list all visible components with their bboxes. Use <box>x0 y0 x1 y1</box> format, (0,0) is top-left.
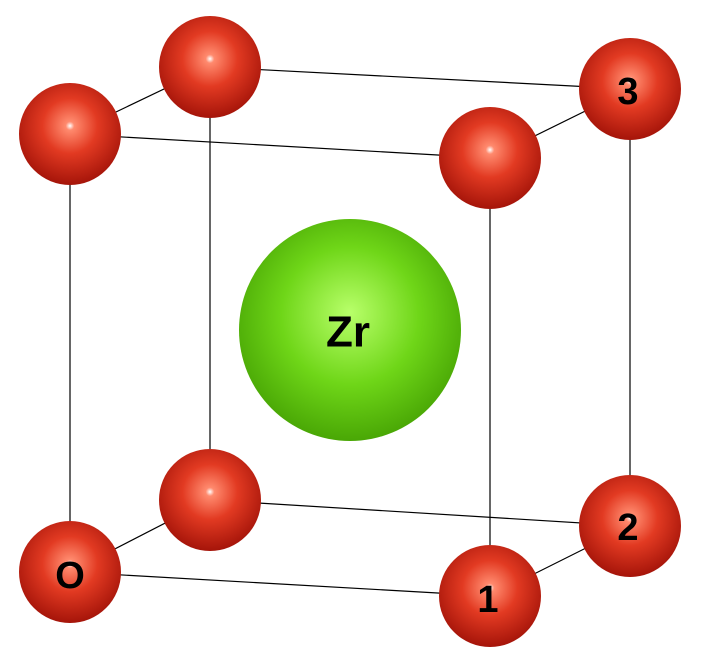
oxygen-atom-front-top-left <box>19 83 121 185</box>
edge-back-top <box>209 66 631 90</box>
atom-label-o: O <box>55 555 85 597</box>
atom-label-1: 1 <box>477 579 498 621</box>
oxygen-atom-front-bottom-left <box>19 521 121 623</box>
oxygen-atom-back-top-right <box>579 38 681 140</box>
oxygen-atom-front-bottom-right <box>439 545 541 647</box>
edge-front-top <box>69 133 491 159</box>
zirconium-label: Zr <box>326 308 370 357</box>
atom-label-3: 3 <box>617 71 638 113</box>
oxygen-atom-back-bottom-left <box>159 449 261 551</box>
oxygen-atom-back-bottom-right <box>579 475 681 577</box>
atom-label-2: 2 <box>617 507 638 549</box>
oxygen-atom-back-top-left <box>159 16 261 118</box>
edge-back-bottom <box>209 499 631 527</box>
zirconium-atom <box>239 219 461 441</box>
oxygen-atom-front-top-right <box>439 107 541 209</box>
edge-front-bottom <box>69 571 491 597</box>
